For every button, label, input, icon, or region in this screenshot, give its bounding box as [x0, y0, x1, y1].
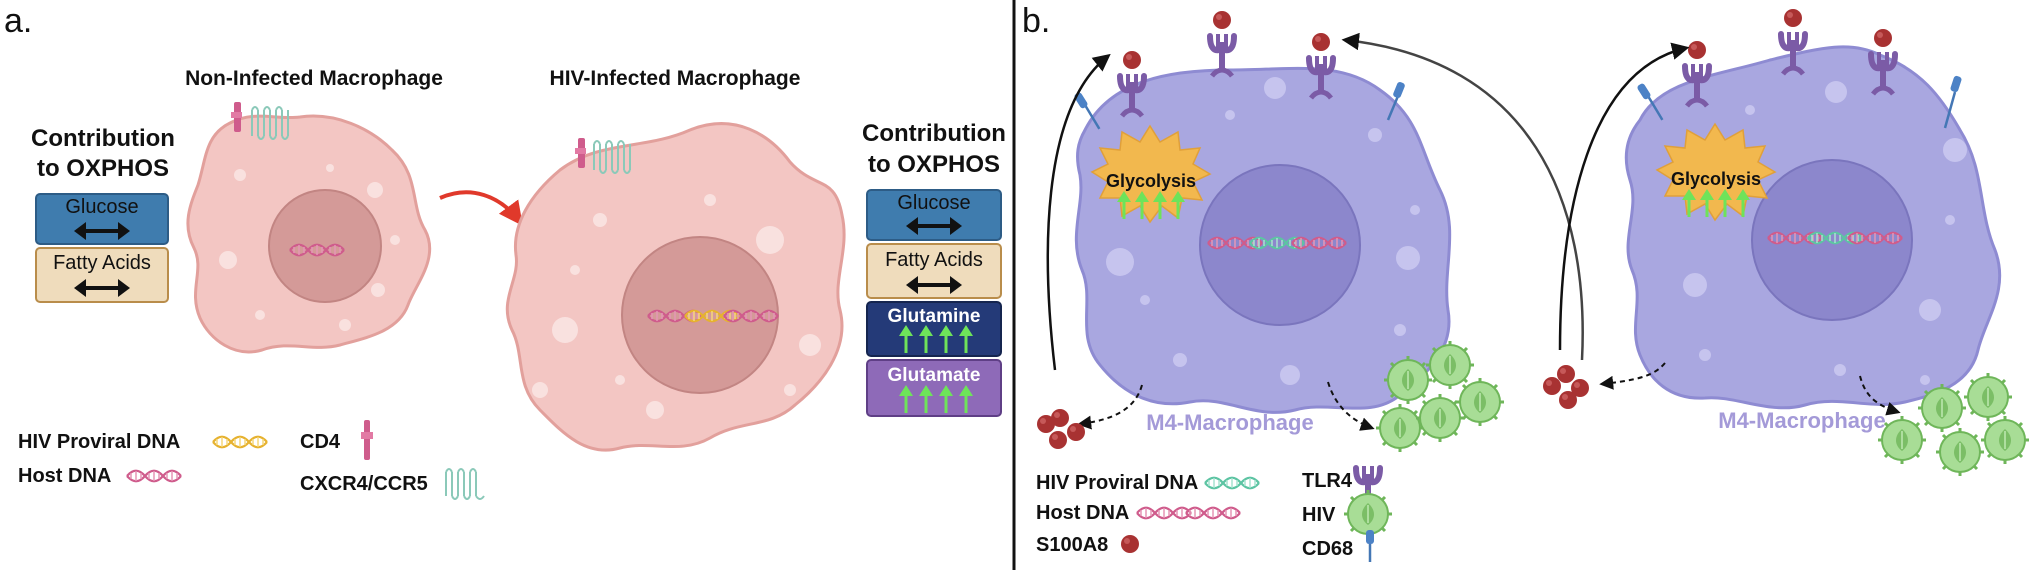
legend-b-tlr4: TLR4	[1302, 470, 1353, 492]
legend-host-dna: Host DNA	[18, 465, 111, 487]
glutamate-label: Glutamate	[888, 365, 981, 386]
glycolysis-star-left: Glycolysis	[1090, 124, 1212, 224]
cd68-icon	[1386, 81, 1405, 121]
m4-left-nucleus	[1199, 164, 1361, 326]
hiv-infected-macrophage	[505, 122, 846, 452]
panel-b-label: b.	[1022, 2, 1050, 40]
glutamine-label: Glutamine	[888, 306, 981, 327]
virus-release-arrow-right	[1859, 375, 1901, 416]
glutamine-box: Glutamine	[866, 301, 1002, 357]
s100a8-icon	[1874, 29, 1892, 47]
s100a8-icon	[1688, 41, 1706, 59]
cxcr4-icon	[445, 468, 485, 500]
m4-right-nucleus	[1751, 159, 1913, 321]
legend-b-hiv: HIV	[1302, 504, 1336, 526]
m4-macrophage-label-right: M4-Macrophage	[1718, 408, 1885, 433]
contribution-left-title-2: to OXPHOS	[37, 155, 169, 182]
legend-cd4: CD4	[300, 431, 341, 453]
legend-b-s100a8: S100A8	[1036, 534, 1108, 556]
contribution-right-title-2: to OXPHOS	[868, 151, 1000, 178]
panel-a-legend: HIV Proviral DNA Host DNA CD4 CXCR4/CCR5	[18, 420, 485, 500]
right-fatty-acids-label: Fatty Acids	[885, 249, 983, 271]
s100a8-icon	[1123, 51, 1141, 69]
cd68-icon	[1366, 530, 1374, 562]
hiv-virus-icon	[1876, 414, 1928, 466]
glutamate-box: Glutamate	[866, 359, 1002, 417]
s100a8-return-arrow-left	[1046, 53, 1111, 371]
hiv-virus-icon	[1382, 354, 1434, 406]
host-dna-icon	[1184, 506, 1242, 520]
hiv-dna-icon	[211, 435, 269, 449]
cd4-icon	[361, 420, 373, 460]
s100a8-cross-arrow	[1341, 32, 1584, 361]
glycolysis-label-left: Glycolysis	[1106, 171, 1196, 191]
legend-b-host-dna: Host DNA	[1036, 502, 1129, 524]
legend-cxcr4-ccr5: CXCR4/CCR5	[300, 473, 428, 495]
cxcr4-receptor-icon	[251, 106, 289, 140]
host-dna-icon	[125, 469, 183, 483]
non-infected-title: Non-Infected Macrophage	[185, 67, 443, 90]
panel-a-label: a.	[4, 2, 32, 40]
hiv-virus-icon	[1979, 414, 2031, 466]
cxcr4-receptor-icon	[593, 140, 631, 174]
hiv-virus-icon	[1934, 426, 1986, 478]
right-fatty-acids-box: Fatty Acids	[866, 243, 1002, 299]
cd68-icon	[1943, 75, 1962, 129]
left-glucose-label: Glucose	[65, 196, 138, 218]
s100a8-icon	[1784, 9, 1802, 27]
left-fatty-acids-label: Fatty Acids	[53, 252, 151, 274]
cd4-receptor-icon	[231, 102, 242, 132]
left-glucose-box: Glucose	[35, 193, 169, 245]
m4-macrophage-right: Glycolysis	[1624, 9, 2002, 410]
host-dna-icon	[1135, 506, 1193, 520]
hiv-virus-icon	[1916, 382, 1968, 434]
left-fatty-acids-box: Fatty Acids	[35, 247, 169, 303]
s100a8-cluster-right	[1543, 365, 1589, 409]
hiv-virus-icon	[1962, 371, 2014, 423]
glycolysis-label-right: Glycolysis	[1671, 169, 1761, 189]
cd4-receptor-icon	[575, 138, 586, 168]
hiv-virus-icon	[1424, 339, 1476, 391]
m4-macrophage-left: Glycolysis	[1071, 11, 1452, 414]
panel-b-legend: HIV Proviral DNA Host DNA S100A8 TLR4 HI…	[1036, 466, 1394, 562]
non-infected-macrophage	[186, 102, 432, 354]
legend-hiv-proviral-dna: HIV Proviral DNA	[18, 431, 180, 453]
legend-b-cd68: CD68	[1302, 538, 1353, 560]
infection-arrow	[439, 190, 523, 226]
hiv-dna-icon	[1203, 476, 1261, 490]
right-glucose-label: Glucose	[897, 192, 970, 214]
s100a8-icon	[1312, 33, 1330, 51]
legend-b-hiv-proviral-dna: HIV Proviral DNA	[1036, 472, 1198, 494]
hiv-virus-icon	[1454, 376, 1506, 428]
contribution-left-title-1: Contribution	[31, 125, 175, 152]
glycolysis-star-right: Glycolysis	[1655, 122, 1777, 222]
secretion-arrow-right	[1599, 362, 1666, 390]
s100a8-icon	[1213, 11, 1231, 29]
non-infected-nucleus	[268, 189, 382, 303]
m4-macrophage-label-left: M4-Macrophage	[1146, 410, 1313, 435]
contribution-right-title-1: Contribution	[862, 120, 1006, 147]
s100a8-return-arrow-right	[1558, 42, 1690, 351]
right-glucose-box: Glucose	[866, 189, 1002, 241]
s100a8-icon	[1121, 535, 1139, 553]
infected-title: HIV-Infected Macrophage	[550, 67, 801, 90]
s100a8-cluster-left	[1037, 409, 1085, 449]
hiv-virus-icon	[1374, 402, 1426, 454]
